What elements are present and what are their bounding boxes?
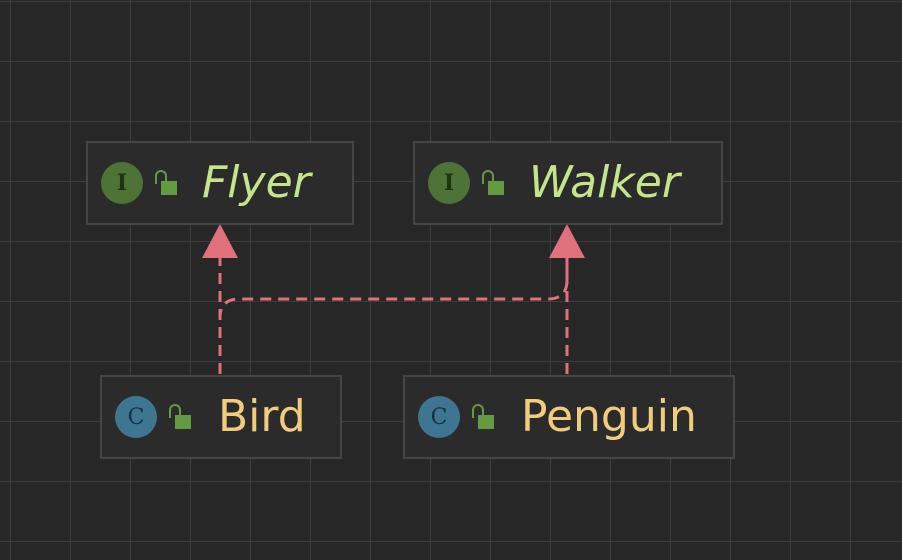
public-lock-icon	[169, 404, 191, 430]
interface-badge-icon: I	[101, 162, 143, 204]
edge-bird-to-walker	[218, 256, 569, 374]
node-name: Walker	[529, 157, 680, 208]
class-badge-icon: C	[418, 396, 460, 438]
node-penguin[interactable]: C Penguin	[403, 375, 735, 459]
class-badge-icon: C	[115, 396, 157, 438]
arrowhead-flyer	[202, 224, 238, 258]
public-lock-icon	[472, 404, 494, 430]
node-bird[interactable]: C Bird	[100, 375, 342, 459]
public-lock-icon	[482, 170, 504, 196]
node-walker[interactable]: I Walker	[413, 141, 723, 225]
arrowhead-walker	[549, 224, 585, 258]
node-name: Bird	[218, 391, 306, 442]
public-lock-icon	[155, 170, 177, 196]
interface-badge-icon: I	[428, 162, 470, 204]
node-name: Penguin	[521, 391, 697, 442]
node-flyer[interactable]: I Flyer	[86, 141, 354, 225]
node-name: Flyer	[202, 157, 311, 208]
